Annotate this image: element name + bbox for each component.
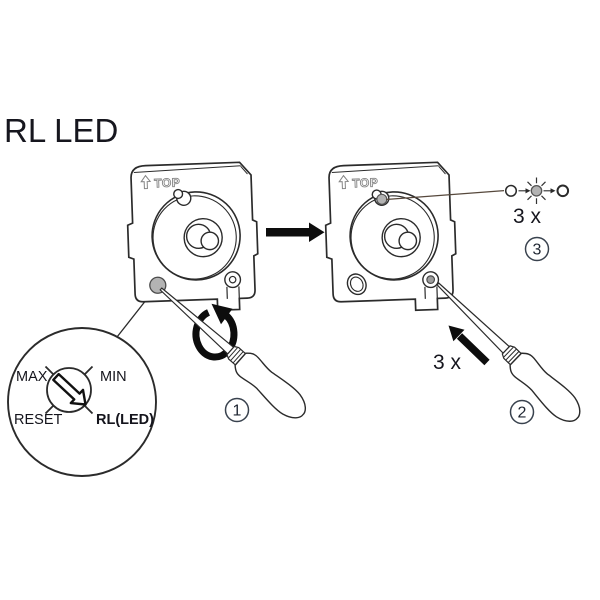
step-2-badge xyxy=(509,399,535,425)
label-rl-led: RL(LED) xyxy=(96,412,154,428)
page-title: RL LED xyxy=(4,112,118,149)
step-3-number: 3 xyxy=(533,242,542,259)
led-off-right-icon xyxy=(556,184,570,198)
dial-notch-tab xyxy=(173,188,184,200)
label-reset: RESET xyxy=(14,412,62,428)
knob-tip xyxy=(200,231,220,251)
press-arrow-icon xyxy=(448,325,465,342)
dial-position-arrow-icon xyxy=(52,372,87,406)
label-min: MIN xyxy=(100,369,127,385)
blink-arrow-right-head xyxy=(550,188,556,194)
dial-ring-outer xyxy=(349,191,439,281)
press-count-label: 3 x xyxy=(433,351,462,374)
magnifier-detail: MAX MIN RESET RL(LED) xyxy=(7,291,157,477)
top-arrow-icon xyxy=(140,174,152,190)
step-2-group: 3 x 2 xyxy=(427,273,588,430)
press-arrow-shaft xyxy=(456,333,490,366)
plate-bevel-line xyxy=(331,165,446,175)
transition-arrow-icon xyxy=(266,222,325,242)
label-max: MAX xyxy=(16,369,48,385)
led-callout-line xyxy=(385,190,505,201)
step-1-number: 1 xyxy=(233,403,242,420)
mounting-hole-inner xyxy=(349,276,364,292)
device-plate-2: TOP xyxy=(324,161,457,312)
step-1-badge xyxy=(224,397,250,423)
fixing-screw-center xyxy=(228,275,237,284)
rotate-arrow-head xyxy=(211,303,233,325)
step-3-badge xyxy=(524,236,550,262)
led-off-left-icon xyxy=(504,184,518,197)
top-label: TOP xyxy=(352,175,378,190)
dial-tick-marks xyxy=(44,365,94,415)
top-arrow-icon xyxy=(338,174,350,190)
screw-channel xyxy=(226,286,240,299)
top-label: TOP xyxy=(154,175,180,190)
screw-channel xyxy=(424,286,438,299)
blink-arrow-left-head xyxy=(525,188,531,194)
led-blink-icon xyxy=(530,184,543,197)
step-1-group: 1 xyxy=(151,278,313,426)
knob-tip xyxy=(398,231,418,251)
dial-ring-outer xyxy=(151,191,241,281)
device-plate-1: TOP xyxy=(126,161,259,312)
fixing-screw-center xyxy=(426,275,436,285)
dial-ring-inner xyxy=(152,195,237,280)
plate-bevel-line xyxy=(133,165,248,175)
led-rays xyxy=(527,177,546,204)
step-2-number: 2 xyxy=(518,405,527,422)
blink-count-label: 3 x xyxy=(513,205,542,228)
status-led xyxy=(376,193,388,205)
led-blink-group: 3 x 3 xyxy=(385,177,570,262)
dial-ring-inner xyxy=(350,195,435,280)
